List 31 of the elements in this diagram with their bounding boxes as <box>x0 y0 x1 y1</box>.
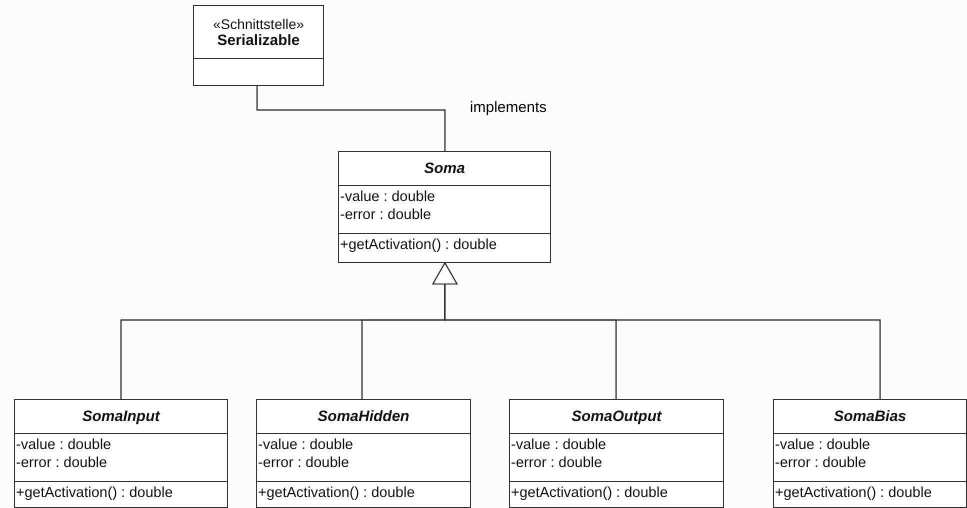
class-box <box>14 399 228 508</box>
method-text: +getActivation() : double <box>340 236 498 254</box>
interface-name: Serializable <box>217 32 300 48</box>
class-name: Soma <box>424 160 465 177</box>
attribute-text: -error : double <box>340 206 432 224</box>
attribute-text: -value : double <box>775 436 872 454</box>
attribute-text: -value : double <box>340 188 436 206</box>
attribute-text: -error : double <box>16 454 108 472</box>
generalization-arrow <box>432 262 881 399</box>
realization-line <box>256 86 446 151</box>
class-box <box>256 399 471 508</box>
class-box <box>773 399 967 508</box>
attribute-text: -value : double <box>16 436 112 454</box>
method-text: +getActivation() : double <box>16 484 174 502</box>
method-text: +getActivation() : double <box>775 484 933 502</box>
class-box <box>338 151 551 263</box>
attribute-text: -value : double <box>258 436 354 454</box>
interface-box <box>193 5 324 86</box>
method-text: +getActivation() : double <box>511 484 669 502</box>
class-box <box>509 399 724 508</box>
class-name: SomaInput <box>82 408 160 425</box>
attribute-text: -error : double <box>511 454 604 472</box>
attribute-text: -value : double <box>511 436 608 454</box>
class-name: SomaOutput <box>572 408 662 425</box>
edge-label: implements <box>468 99 549 116</box>
attribute-text: -error : double <box>775 454 868 472</box>
attribute-text: -error : double <box>258 454 350 472</box>
class-name: SomaHidden <box>318 408 410 425</box>
class-name: SomaBias <box>834 408 906 425</box>
method-text: +getActivation() : double <box>258 484 416 502</box>
stereotype-label: «Schnittstelle» <box>212 16 304 32</box>
